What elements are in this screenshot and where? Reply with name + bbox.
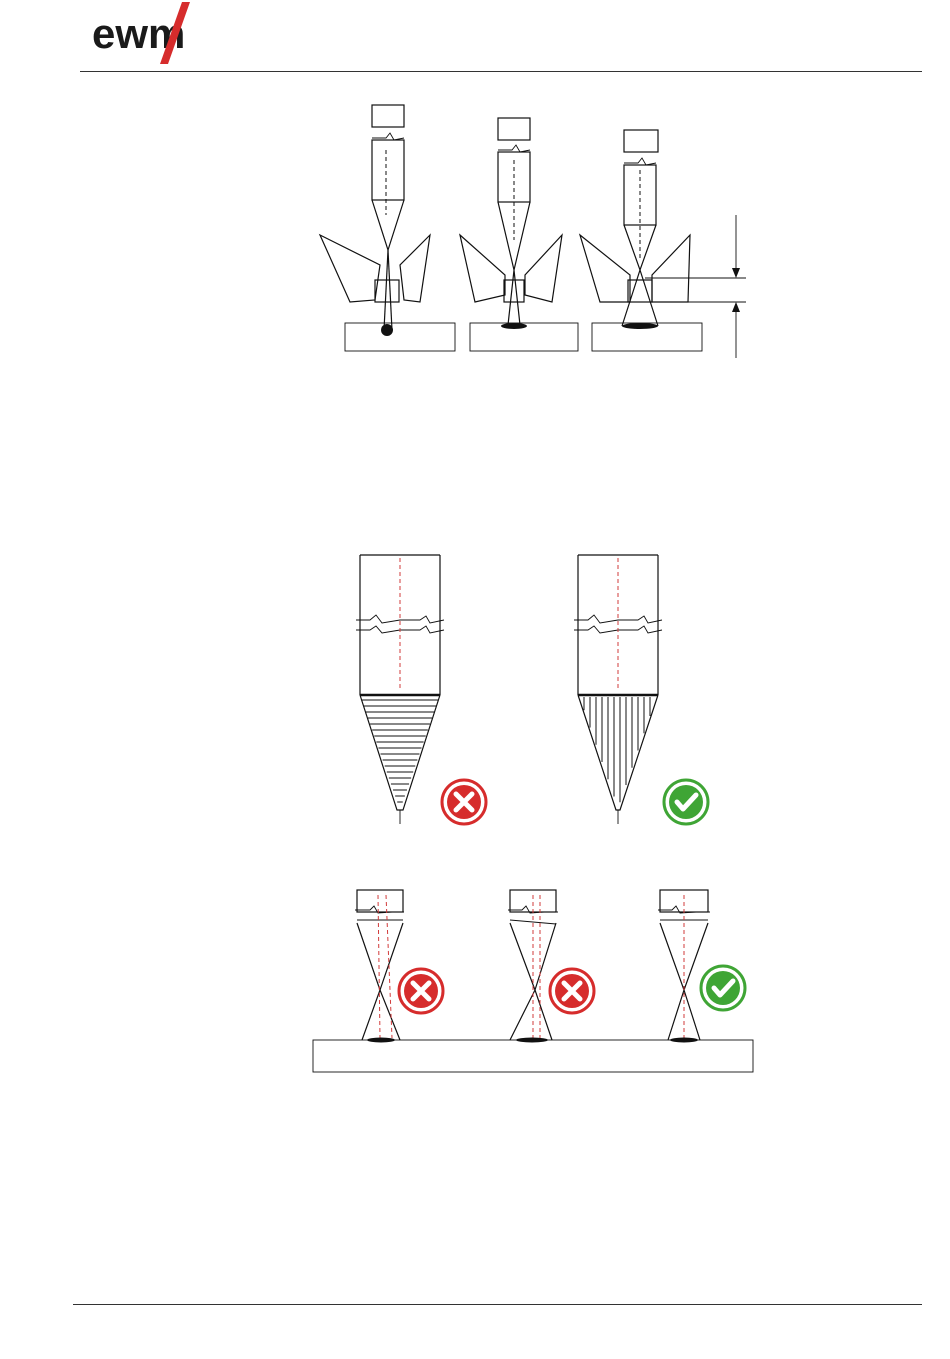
- check-icon: [664, 780, 708, 824]
- ewm-logo: ewm: [90, 2, 225, 64]
- electrode-stickout-figure: [300, 90, 770, 370]
- cross-icon: [399, 969, 443, 1013]
- check-icon: [701, 966, 745, 1010]
- tip-torch-1: [355, 890, 404, 1043]
- workpiece: [313, 1040, 753, 1072]
- torch-2: [460, 118, 578, 351]
- torch-3: [580, 130, 702, 351]
- dimension-arrows: [645, 215, 746, 358]
- footer-rule: [73, 1304, 922, 1305]
- tip-torch-3: [658, 890, 710, 1043]
- tip-alignment-figure: [300, 880, 770, 1080]
- electrode-wrong: [356, 555, 444, 824]
- header-rule: [80, 71, 922, 72]
- tip-torch-2: [508, 890, 558, 1043]
- cross-icon: [442, 780, 486, 824]
- cross-icon: [550, 969, 594, 1013]
- torch-1: [320, 105, 455, 351]
- electrode-correct: [574, 555, 662, 824]
- grinding-direction-figure: [340, 540, 740, 830]
